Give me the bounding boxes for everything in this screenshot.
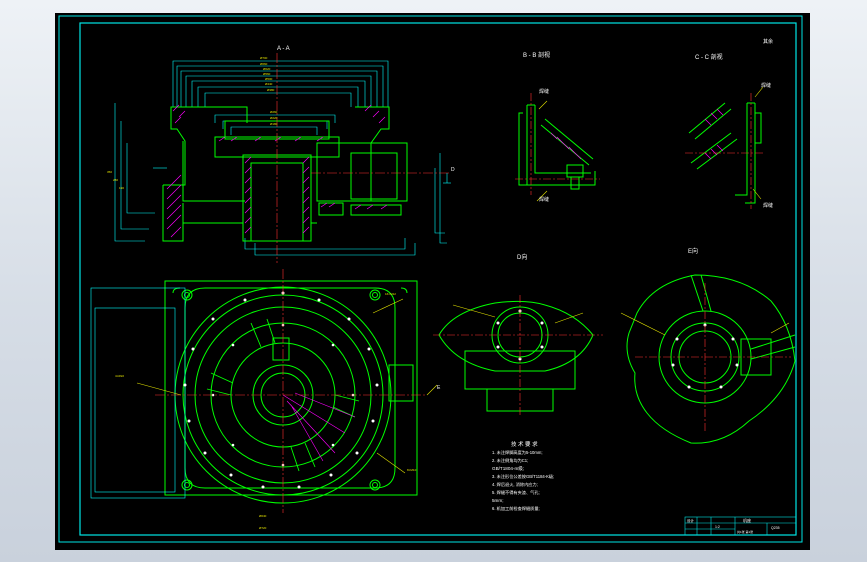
tech-req-line-5: 4. 焊后退火, 消除内应力; (492, 481, 538, 488)
weld-label-c2: 焊缝 (763, 202, 773, 209)
svg-text:350: 350 (107, 170, 112, 174)
tech-req-line-4: 3. 未注形位公差按GB/T1184-K级; (492, 473, 554, 480)
svg-text:280: 280 (113, 178, 118, 182)
svg-text:4×Ø22: 4×Ø22 (115, 374, 124, 378)
weld-label-b1: 焊缝 (539, 88, 549, 95)
tech-req-title: 技 术 要 求 (511, 440, 538, 448)
svg-text:Ø380: Ø380 (267, 88, 275, 92)
tech-req-line-1: 1. 未注焊脚高度为5-10mm; (492, 449, 543, 456)
svg-text:190: 190 (119, 186, 124, 190)
svg-text:Ø260: Ø260 (270, 110, 278, 114)
title-block-material: Q235 (771, 526, 780, 530)
view-d-label: D向 (517, 253, 527, 261)
title-block-part-name: 机座 (743, 517, 751, 523)
svg-text:Ø720: Ø720 (259, 526, 267, 530)
section-a-label: A - A (277, 46, 290, 52)
technical-requirements: 技 术 要 求 1. 未注焊脚高度为5-10mm; 2. 未注倒角均为C1; G… (492, 440, 554, 512)
drawing-frame (58, 15, 803, 543)
view-d-marker: D (451, 167, 455, 173)
weld-label-b2: 焊缝 (539, 196, 549, 203)
title-block-designer: 设计 (687, 518, 695, 523)
section-b-label: B - B 剖视 (523, 51, 550, 59)
svg-text:Ø620: Ø620 (263, 67, 271, 71)
drawing-canvas[interactable]: A - A (55, 13, 810, 550)
tech-req-line-3: GB/T1804-m级; (492, 465, 524, 472)
svg-text:Ø500: Ø500 (265, 77, 273, 81)
svg-text:Ø220: Ø220 (270, 116, 278, 120)
svg-text:Ø560: Ø560 (263, 72, 271, 76)
title-block-sheet: 共1张 第1张 (737, 529, 753, 534)
svg-text:8×M10: 8×M10 (407, 468, 417, 472)
title-block: 设计 机座 共1张 第1张 Q235 1:2 (684, 516, 797, 536)
section-c-label: C - C 剖视 (695, 53, 723, 61)
svg-text:Ø640: Ø640 (259, 514, 267, 518)
view-e-label: E向 (688, 247, 698, 255)
weld-label-c1: 焊缝 (761, 82, 771, 89)
svg-text:16×M12: 16×M12 (385, 292, 396, 296)
view-e-marker: E (437, 385, 441, 391)
title-block-scale: 1:2 (715, 525, 720, 529)
tech-req-line-2: 2. 未注倒角均为C1; (492, 457, 528, 464)
tech-req-line-6: 5. 焊缝不得有夹渣、气孔; (492, 489, 540, 496)
tech-req-line-7: 5mm; (492, 498, 503, 503)
svg-text:Ø660: Ø660 (260, 62, 268, 66)
tech-req-line-8: 6. 机加工前检查焊缝质量; (492, 505, 540, 512)
view-d: D向 (433, 253, 603, 417)
svg-text:Ø700: Ø700 (260, 56, 268, 60)
view-e: E向 (620, 247, 796, 444)
section-b-view: B - B 剖视 焊缝 焊缝 (515, 51, 600, 203)
svg-text:Ø180: Ø180 (270, 122, 278, 126)
roughness-note: 其余 (763, 38, 773, 45)
section-a-view: A - A (107, 46, 455, 263)
svg-text:Ø440: Ø440 (265, 82, 273, 86)
section-c-view: C - C 剖视 焊缝 焊缝 (685, 38, 773, 209)
